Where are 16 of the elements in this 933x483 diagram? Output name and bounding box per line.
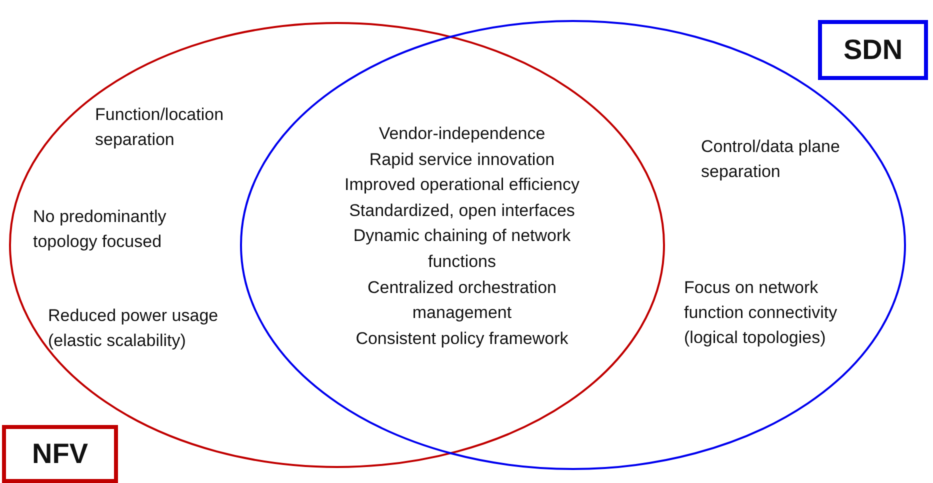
shared-feature-text: Vendor-independence [378,123,546,145]
shared-feature-text: Consistent policy framework [356,328,568,350]
shared-feature-text: Dynamic chaining of network functions [352,225,572,273]
set-label: NFV [2,425,118,483]
shared-feature-text: Improved operational efficiency [344,174,580,196]
shared-feature-text: Standardized, open interfaces [349,200,575,222]
venn-ellipse [9,22,665,468]
shared-feature-text: Centralized orchestration management [366,276,558,324]
feature-text: Control/data plane separation [701,136,841,183]
shared-feature-text: Rapid service innovation [369,148,555,171]
venn-ellipse [240,20,906,470]
feature-text: No predominantly topology focused [33,206,168,253]
set-label: SDN [818,20,928,80]
feature-text: Function/location separation [95,104,225,151]
feature-text: Reduced power usage (elastic scalability) [48,305,220,352]
feature-text: Focus on network function connectivity (logical topologies) [684,277,838,349]
